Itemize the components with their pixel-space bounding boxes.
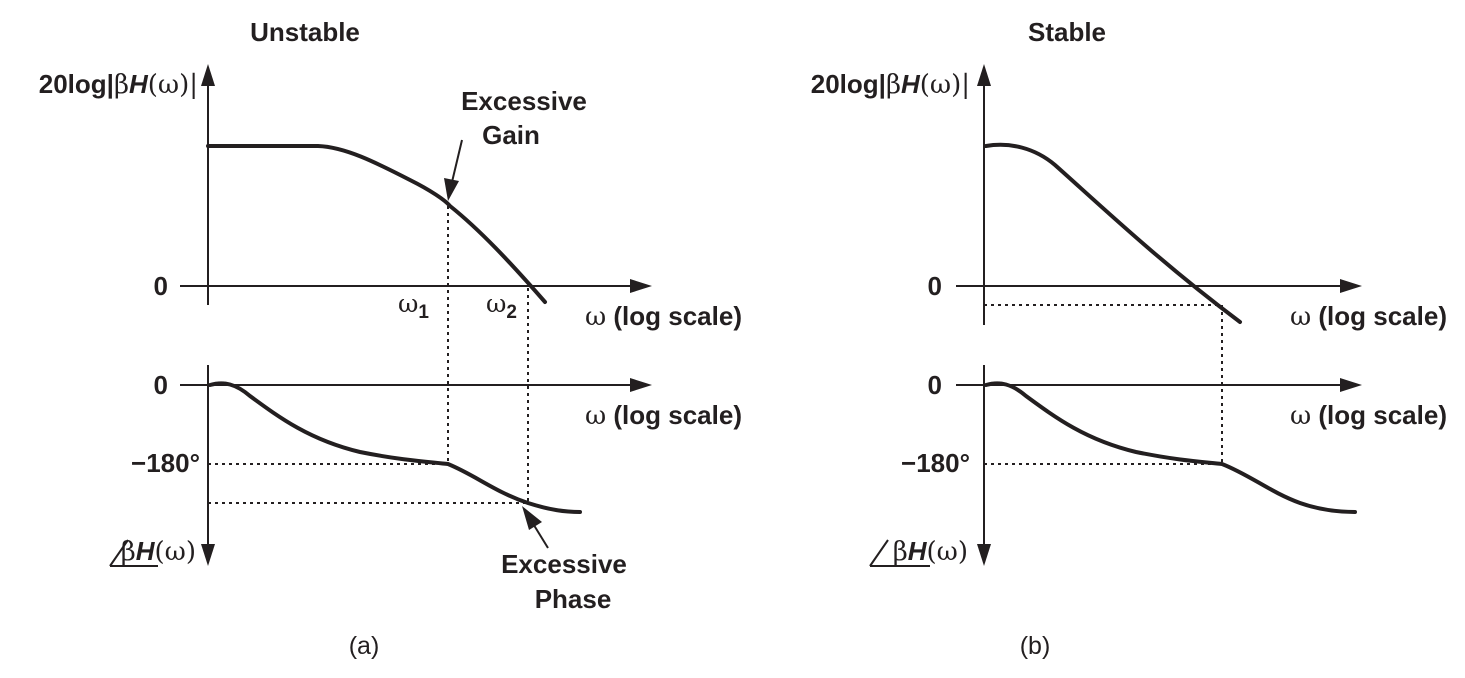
panel-b-phase-h: H: [908, 536, 928, 566]
panel-a-mag-omega: (ω)|: [148, 70, 198, 100]
panel-b-caption: (b): [1020, 632, 1051, 660]
panel-b-magnitude-curve: [984, 142, 1242, 324]
panel-b-stable: Stable 20log|βH(ω)| 0 ω (log scale) 0 −1…: [811, 17, 1447, 660]
panel-a-mag-freq-text: (log scale): [606, 301, 742, 331]
panel-b-magnitude-frequency-label: ω (log scale): [1290, 301, 1447, 332]
panel-a-excessive-gain-line1: Excessive: [461, 86, 587, 116]
panel-b-title: Stable: [1028, 17, 1106, 47]
panel-a-omega1-subscript: 1: [418, 302, 429, 323]
panel-b-minus180-label: −180°: [901, 448, 970, 478]
panel-a-phase-freq-text: (log scale): [606, 400, 742, 430]
panel-a-mag-freq-omega: ω: [585, 302, 606, 332]
panel-a-phase-axis-arrow-icon: [201, 544, 215, 566]
panel-a-omega2-label: ω2: [486, 289, 517, 323]
panel-a-omega1-label: ω1: [398, 289, 429, 323]
panel-a-excessive-gain-arrow-icon: [444, 178, 459, 201]
panel-a-magnitude-axis-arrow-icon: [201, 64, 215, 86]
panel-b-mag-freq-text: (log scale): [1311, 301, 1447, 331]
panel-b-phase-axis-arrow-icon: [977, 544, 991, 566]
panel-b-phase-freq-text: (log scale): [1311, 400, 1447, 430]
panel-b-mag-freq-omega: ω: [1290, 302, 1311, 332]
panel-a-magnitude-curve: [206, 144, 547, 304]
panel-b-phase-frequency-label: ω (log scale): [1290, 400, 1447, 431]
panel-a-magnitude-frequency-arrow-icon: [630, 279, 652, 293]
panel-a-phase-axis-label: βH(ω): [121, 536, 196, 567]
panel-b-magnitude-axis-arrow-icon: [977, 64, 991, 86]
panel-a-excessive-gain-line2: Gain: [482, 120, 540, 150]
panel-a-omega1-symbol: ω: [398, 289, 418, 318]
panel-a-mag-prefix: 20log|: [39, 69, 114, 99]
panel-a-phase-zero-label: 0: [154, 370, 168, 400]
panel-a-excessive-phase-line2: Phase: [535, 584, 612, 614]
panel-a-phase-beta: β: [121, 537, 136, 567]
panel-b-phase-freq-omega: ω: [1290, 401, 1311, 431]
panel-a-magnitude-frequency-label: ω (log scale): [585, 301, 742, 332]
panel-a-minus180-label: −180°: [131, 448, 200, 478]
panel-a-phase-frequency-label: ω (log scale): [585, 400, 742, 431]
panel-a-omega2-symbol: ω: [486, 289, 506, 318]
panel-b-phase-omega: (ω): [927, 537, 969, 567]
panel-a-excessive-phase-arrow-icon: [522, 506, 542, 530]
panel-b-phase-frequency-arrow-icon: [1340, 378, 1362, 392]
panel-a-phase-frequency-arrow-icon: [630, 378, 652, 392]
panel-b-magnitude-frequency-arrow-icon: [1340, 279, 1362, 293]
panel-b-mag-h: H: [901, 69, 921, 99]
panel-b-mag-prefix: 20log|: [811, 69, 886, 99]
panel-a-magnitude-zero-label: 0: [154, 271, 168, 301]
panel-b-phase-axis-label: βH(ω): [893, 536, 968, 567]
panel-a-phase-curve: [208, 381, 582, 514]
panel-b-phase-beta: β: [893, 537, 908, 567]
panel-b-phase-zero-label: 0: [928, 370, 942, 400]
panel-a-mag-beta: β: [114, 70, 129, 100]
panel-a-caption: (a): [349, 632, 380, 660]
panel-b-mag-beta: β: [886, 70, 901, 100]
panel-b-magnitude-axis-label: 20log|βH(ω)|: [811, 69, 970, 100]
panel-b-angle-icon: [869, 539, 930, 567]
panel-a-omega2-subscript: 2: [506, 302, 517, 323]
panel-a-mag-h: H: [129, 69, 149, 99]
panel-b-mag-omega: (ω)|: [920, 70, 970, 100]
panel-a-phase-omega: (ω): [155, 537, 197, 567]
panel-b-phase-curve: [984, 381, 1357, 514]
panel-a-phase-freq-omega: ω: [585, 401, 606, 431]
panel-a-title: Unstable: [250, 17, 360, 47]
panel-a-excessive-phase-line1: Excessive: [501, 549, 627, 579]
panel-a-magnitude-axis-label: 20log|βH(ω)|: [39, 69, 198, 100]
panel-a-phase-h: H: [136, 536, 156, 566]
panel-a-unstable: Unstable 20log|βH(ω)| 0 ω1 ω2 ω (log sca…: [39, 17, 742, 660]
panel-a-excessive-gain-pointer: [451, 139, 463, 183]
panel-a-angle-icon: [109, 539, 158, 567]
panel-b-magnitude-zero-label: 0: [928, 271, 942, 301]
